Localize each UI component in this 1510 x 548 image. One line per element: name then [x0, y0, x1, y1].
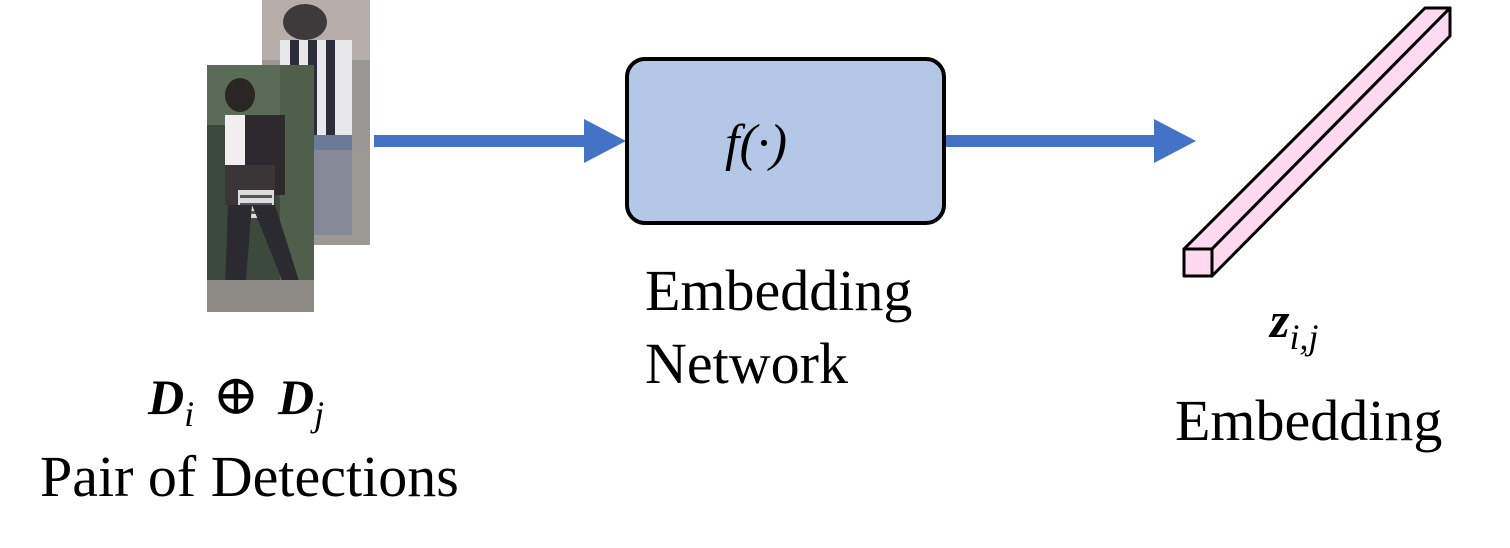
symbol-d-i: D — [148, 369, 185, 425]
input-caption: Pair of Detections — [40, 444, 459, 509]
embedding-network-box — [625, 57, 946, 225]
embedding-symbol: zi,j — [1270, 295, 1318, 355]
function-label: f(·) — [725, 115, 788, 172]
network-caption-line2: Network — [645, 331, 848, 396]
detection-image-front — [207, 65, 314, 312]
input-pair-formula: Di ⊕ Dj — [148, 368, 324, 432]
network-caption-line1: Embedding — [645, 258, 913, 323]
subscript-j: j — [314, 394, 325, 434]
arrow-network-to-embedding — [946, 119, 1196, 163]
embedding-caption: Embedding — [1175, 388, 1443, 453]
arrow-input-to-network — [374, 119, 626, 163]
symbol-z: z — [1270, 292, 1290, 348]
subscript-ij: i,j — [1289, 317, 1319, 357]
subscript-i: i — [184, 394, 195, 434]
direct-sum-operator: ⊕ — [212, 365, 260, 427]
symbol-d-j: D — [278, 369, 315, 425]
embedding-vector-bar — [1182, 6, 1452, 278]
